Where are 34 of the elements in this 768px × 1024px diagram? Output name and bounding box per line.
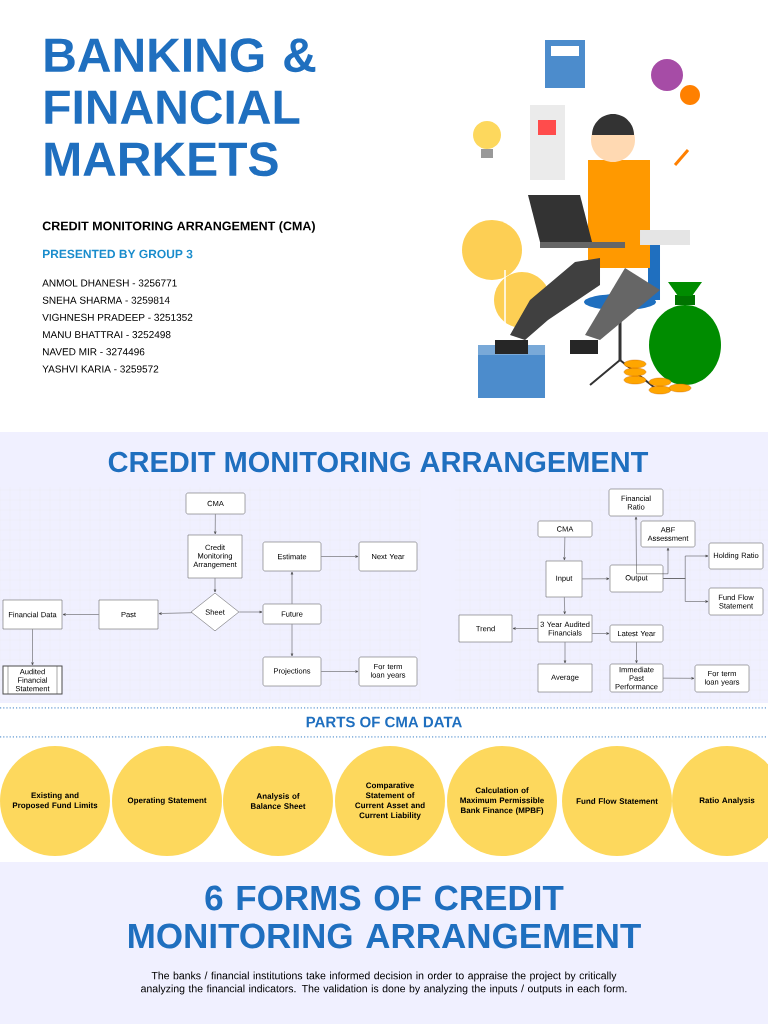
member-name: YASHVI KARIA - 3259572: [42, 365, 159, 373]
arrow: [512, 627, 538, 630]
arrow: [214, 514, 217, 535]
section-heading: 6 FORMS OF CREDIT MONITORING ARRANGEMENT: [129, 885, 641, 949]
arrow: [635, 642, 638, 664]
arrow: [636, 547, 670, 574]
arrow: [563, 597, 566, 615]
member-name: NAVED MIR - 3274496: [43, 348, 145, 356]
arrow: [563, 642, 567, 664]
member-name: MANU BHATTRAI - 3252498: [43, 331, 171, 339]
arrow: [31, 629, 34, 666]
arrow: [634, 516, 638, 565]
description-paragraph: The banks / financial institutions take informed decision in order to appraise the project by critically analyzing the financial indicators. The validation is done by analyzing the inputs / outputs in each form.: [141, 971, 627, 995]
section-heading: PARTS OF CMA DATA: [306, 716, 462, 728]
arrow: [290, 624, 294, 657]
arrow: [213, 578, 217, 593]
arrow: [582, 577, 610, 580]
arrow: [158, 612, 192, 615]
section-heading: CREDIT MONITORING ARRANGEMENT: [108, 451, 649, 473]
title: BANKING & FINANCIAL MARKETS: [45, 38, 316, 177]
arrow: [290, 571, 294, 604]
member-name: VIGHNESH PRADEEP - 3251352: [42, 313, 193, 321]
arrow: [663, 677, 695, 680]
arrow: [563, 537, 566, 561]
arrow: [321, 555, 359, 558]
subtitle: CREDIT MONITORING ARRANGEMENT (CMA): [42, 221, 315, 233]
member-name: ANMOL DHANESH - 3256771: [42, 279, 177, 287]
arrow: [239, 610, 263, 614]
arrow: [663, 578, 709, 603]
presenter-line: PRESENTED BY GROUP 3: [43, 249, 193, 259]
member-name: SNEHA SHARMA - 3259814: [42, 296, 170, 304]
arrow: [592, 632, 610, 635]
arrow: [321, 670, 359, 673]
arrow: [62, 613, 99, 616]
